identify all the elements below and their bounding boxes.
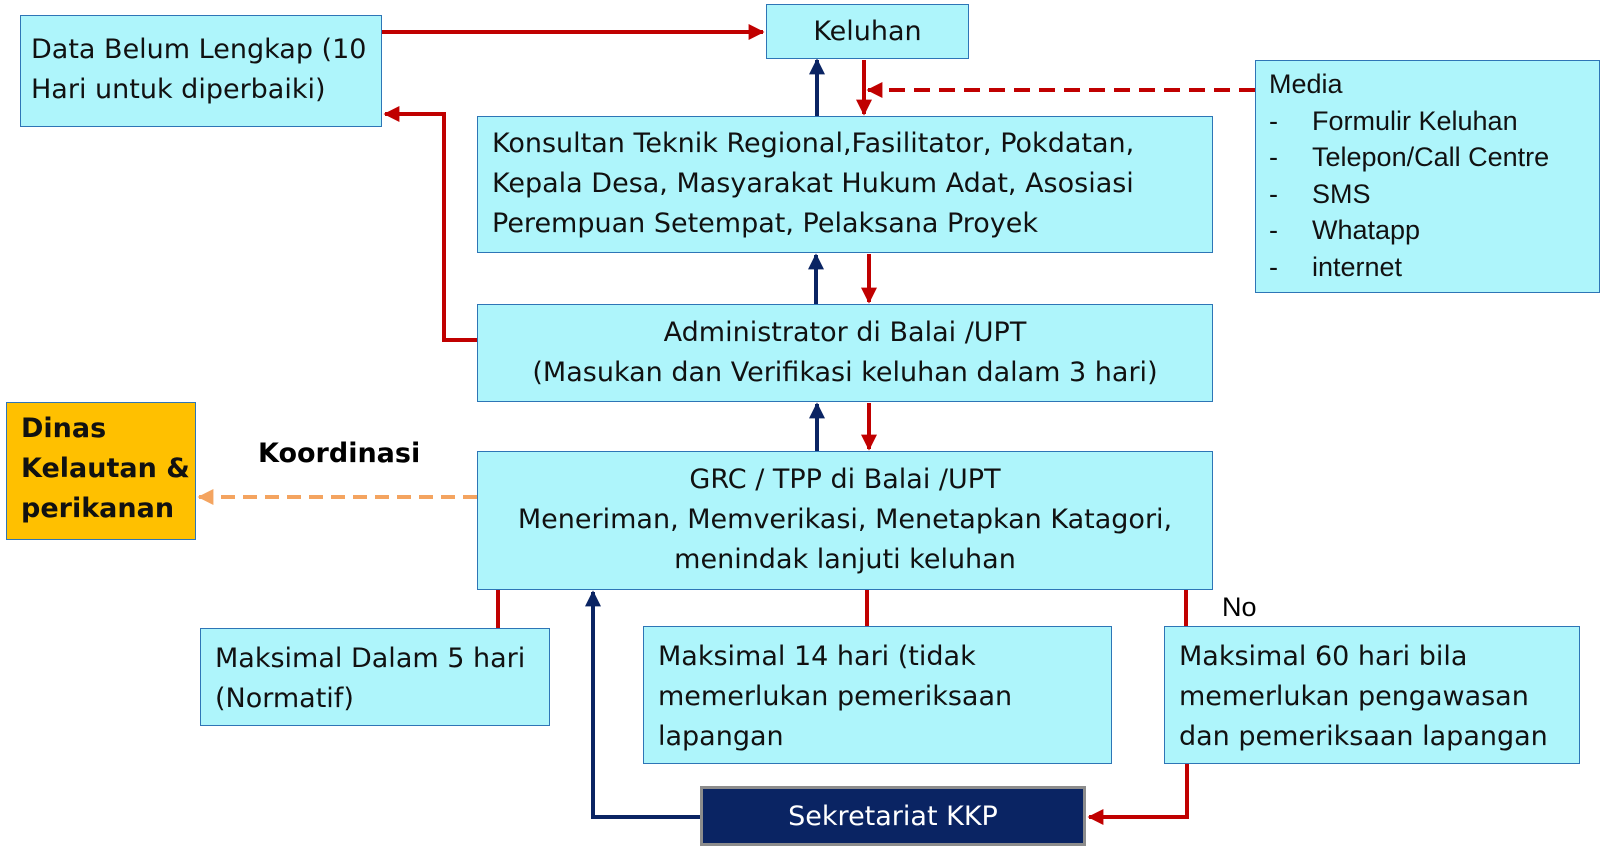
box-text-line: Kepala Desa, Masyarakat Hukum Adat, Asos… bbox=[492, 168, 1134, 199]
box-text-line: (Normatif) bbox=[215, 683, 354, 714]
sekretariat-kkp-box: Sekretariat KKP bbox=[700, 786, 1086, 846]
box-text-line: Perempuan Setempat, Pelaksana Proyek bbox=[492, 208, 1039, 239]
arrow-admin-to-data bbox=[383, 106, 477, 342]
box-text-line: Meneriman, Memverikasi, Menetapkan Katag… bbox=[517, 504, 1173, 535]
media-item: - Formulir Keluhan bbox=[1269, 103, 1586, 140]
box-text-line: menindak lanjuti keluhan bbox=[674, 544, 1016, 575]
box-text-line: Kelautan & bbox=[21, 453, 190, 484]
dash-bullet: - bbox=[1269, 215, 1278, 245]
media-item: - Telepon/Call Centre bbox=[1269, 139, 1586, 176]
dash-bullet: - bbox=[1269, 105, 1278, 136]
media-item: - internet bbox=[1269, 249, 1586, 286]
box-text-line: Maksimal 14 hari (tidak bbox=[658, 641, 976, 672]
box-text-line: Sekretariat KKP bbox=[788, 801, 998, 832]
box-text-line: memerlukan pemeriksaan bbox=[658, 681, 1013, 712]
box-text-line: Maksimal Dalam 5 hari bbox=[215, 643, 526, 674]
maksimal-60-hari-box: Maksimal 60 hari bila memerlukan pengawa… bbox=[1164, 626, 1580, 764]
media-item-label: SMS bbox=[1312, 178, 1371, 209]
keluhan-box: Keluhan bbox=[766, 4, 969, 59]
box-text-line: Maksimal 60 hari bila bbox=[1179, 641, 1468, 672]
box-text-line: Data Belum Lengkap (10 bbox=[31, 34, 367, 65]
dash-bullet: - bbox=[1269, 142, 1278, 172]
media-item-label: internet bbox=[1312, 251, 1403, 282]
box-text-line: GRC / TPP di Balai /UPT bbox=[689, 464, 1001, 495]
box-text-line: Konsultan Teknik Regional,Fasilitator, P… bbox=[492, 128, 1135, 159]
box-text-line: memerlukan pengawasan bbox=[1179, 681, 1529, 712]
koordinasi-label: Koordinasi bbox=[258, 438, 421, 469]
media-box: Media - Formulir Keluhan - Telepon/Call Ce… bbox=[1255, 60, 1600, 293]
maksimal-5-hari-box: Maksimal Dalam 5 hari (Normatif) bbox=[200, 628, 550, 726]
box-text-line: Keluhan bbox=[813, 16, 922, 47]
box-text-line: Administrator di Balai /UPT bbox=[663, 317, 1027, 348]
data-belum-lengkap-box: Data Belum Lengkap (10 Hari untuk diperb… bbox=[20, 15, 382, 127]
box-text-line: Dinas bbox=[21, 413, 107, 444]
media-title: Media bbox=[1269, 69, 1343, 99]
maksimal-14-hari-box: Maksimal 14 hari (tidak memerlukan pemer… bbox=[643, 626, 1112, 764]
media-item-label: Whatapp bbox=[1312, 215, 1421, 245]
no-label: No bbox=[1222, 592, 1257, 622]
box-text-line: dan pemeriksaan lapangan bbox=[1179, 721, 1548, 752]
media-item: - Whatapp bbox=[1269, 212, 1586, 249]
dash-bullet: - bbox=[1269, 251, 1278, 282]
dash-bullet: - bbox=[1269, 178, 1278, 209]
media-item: - SMS bbox=[1269, 176, 1586, 213]
media-item-label: Telepon/Call Centre bbox=[1312, 142, 1550, 172]
box-text-line: Hari untuk diperbaiki) bbox=[31, 74, 326, 105]
grc-box: GRC / TPP di Balai /UPT Meneriman, Memve… bbox=[477, 451, 1213, 590]
administrator-box: Administrator di Balai /UPT (Masukan dan… bbox=[477, 304, 1213, 402]
box-text-line: (Masukan dan Verifikasi keluhan dalam 3 … bbox=[532, 357, 1158, 388]
box-text-line: lapangan bbox=[658, 721, 784, 752]
konsultan-box: Konsultan Teknik Regional,Fasilitator, P… bbox=[477, 116, 1213, 253]
box-text-line: perikanan bbox=[21, 493, 175, 524]
arrow-60hari-to-sekretariat bbox=[1087, 764, 1189, 825]
arrow-sekretariat-to-grc bbox=[585, 590, 700, 819]
media-item-label: Formulir Keluhan bbox=[1312, 105, 1518, 136]
dinas-kelautan-box: Dinas Kelautan & perikanan bbox=[6, 402, 196, 540]
